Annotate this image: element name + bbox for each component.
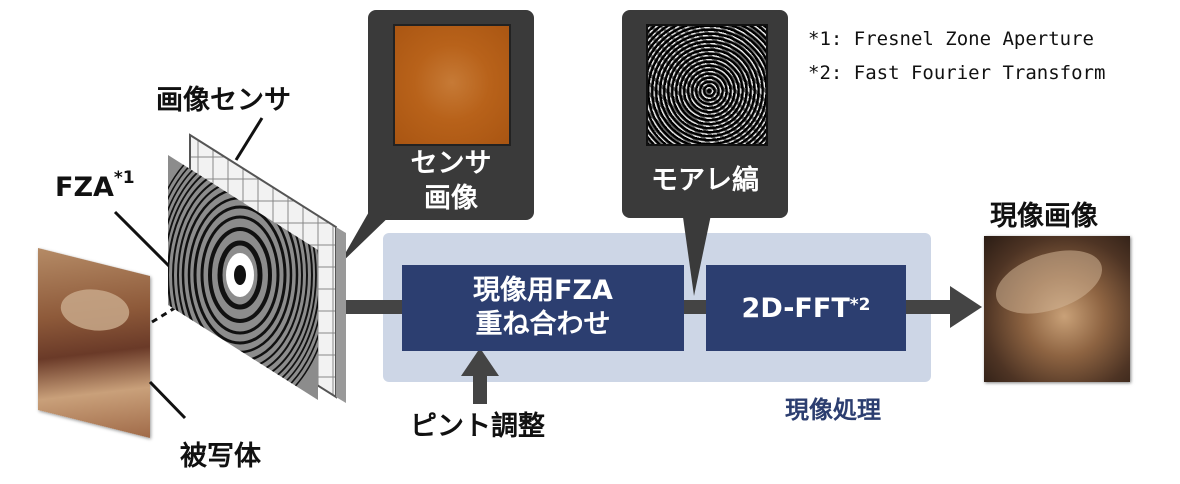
- moire-overlay: [648, 26, 766, 144]
- fza-note-mark: *1: [113, 168, 135, 188]
- fza-overlay-box: 現像用FZA 重ね合わせ: [402, 265, 684, 351]
- fza-label: FZA*1: [55, 168, 135, 203]
- sensor-image-callout-text: センサ 画像: [368, 146, 534, 216]
- sensor-image-line1: センサ: [410, 148, 492, 179]
- fft-box: 2D-FFT*2: [706, 265, 906, 351]
- moire-callout-pointer: [682, 210, 712, 296]
- sensor-image-line2: 画像: [424, 183, 478, 214]
- footnotes: *1: Fresnel Zone Aperture *2: Fast Fouri…: [808, 22, 1105, 90]
- fft-label: 2D-FFT: [741, 292, 850, 324]
- fft-note-mark: *2: [849, 295, 871, 315]
- footnote-fft: *2: Fast Fourier Transform: [808, 62, 1106, 84]
- development-processing-label: 現像処理: [785, 396, 881, 424]
- subject-label: 被写体: [180, 441, 261, 472]
- flow-arrow-head: [950, 286, 982, 328]
- flow-line-sensor-to-overlay: [340, 300, 404, 314]
- focus-adjust-label: ピント調整: [410, 411, 545, 442]
- focus-arrow-head: [461, 348, 499, 376]
- footnote-fza: *1: Fresnel Zone Aperture: [808, 28, 1094, 50]
- image-sensor-label: 画像センサ: [156, 85, 291, 116]
- fza-overlay-line2: 重ね合わせ: [475, 309, 611, 340]
- flow-line-overlay-to-fft: [682, 300, 708, 314]
- moire-callout-text: モアレ縞: [651, 165, 759, 196]
- focus-arrow-shaft: [473, 372, 487, 404]
- sensor-callout-pointer: [338, 210, 396, 266]
- fza-overlay-line1: 現像用FZA: [473, 275, 613, 306]
- fza-plate: [168, 155, 318, 400]
- developed-image-label: 現像画像: [990, 201, 1098, 232]
- fza-label-text: FZA: [55, 172, 114, 203]
- sensor-image-thumbnail: [393, 24, 511, 146]
- flow-line-fft-out: [904, 300, 954, 314]
